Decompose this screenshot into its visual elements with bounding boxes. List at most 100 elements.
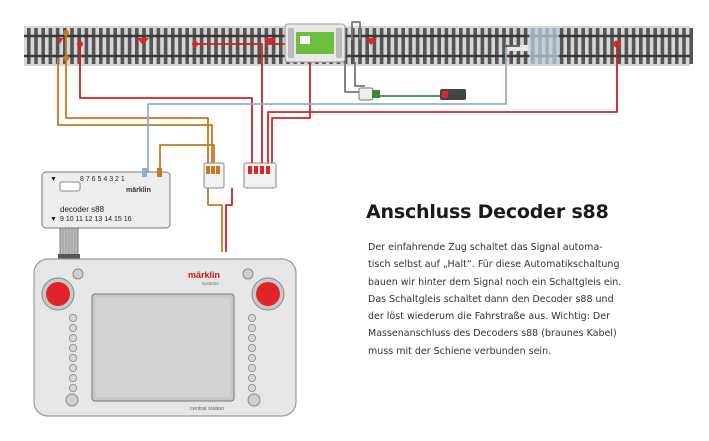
signal-components: [358, 87, 466, 101]
sleeper: [113, 28, 117, 64]
function-button[interactable]: [247, 313, 256, 322]
description-line: Massenanschluss des Decoders s88 (braune…: [368, 328, 617, 340]
sleeper: [682, 28, 686, 64]
sleeper: [243, 28, 247, 64]
sleeper: [689, 28, 693, 64]
sleeper: [149, 28, 153, 64]
track: [24, 26, 693, 66]
function-button[interactable]: [247, 353, 256, 362]
sleeper: [91, 28, 96, 64]
sleeper: [185, 28, 189, 64]
isolated-section: [529, 28, 559, 64]
sleeper: [451, 28, 456, 64]
decoder-arrow-bottom: ▼: [50, 216, 57, 223]
central-station: märklin systems central station: [33, 258, 297, 417]
page-title: Anschluss Decoder s88: [366, 201, 609, 223]
connector-block-red: [243, 162, 277, 189]
sleeper: [27, 28, 31, 64]
sleeper: [387, 28, 391, 64]
function-button[interactable]: [247, 363, 256, 372]
description: Der einfahrende Zug schaltet das Signal …: [368, 239, 668, 360]
sleeper: [48, 28, 53, 64]
function-button[interactable]: [69, 333, 78, 342]
function-buttons[interactable]: [69, 313, 256, 392]
sleeper: [567, 28, 571, 64]
sleeper: [135, 28, 139, 64]
sleeper: [372, 28, 377, 64]
sleeper: [358, 28, 362, 64]
decoder-top-pins: 8 7 6 5 4 3 2 1: [80, 176, 125, 183]
sleeper: [127, 28, 132, 64]
sleeper: [120, 28, 125, 64]
sleeper: [660, 28, 665, 64]
turnout-decoder: [284, 23, 346, 63]
sleeper: [466, 28, 470, 64]
decoder-arrow-top: ▼: [50, 176, 57, 183]
sleeper: [667, 28, 672, 64]
sleeper: [559, 28, 564, 64]
sleeper: [473, 28, 477, 64]
function-button[interactable]: [247, 333, 256, 342]
function-button[interactable]: [247, 343, 256, 352]
function-button[interactable]: [69, 323, 78, 332]
sleeper: [603, 28, 607, 64]
sleeper: [379, 28, 384, 64]
function-button[interactable]: [69, 343, 78, 352]
sleeper: [480, 28, 485, 64]
function-button[interactable]: [69, 313, 78, 322]
connector-block-brown: [203, 162, 225, 189]
description-line: Das Schaltgleis schaltet dann den Decode…: [368, 293, 614, 305]
function-button[interactable]: [69, 373, 78, 382]
description-line: Der einfahrende Zug schaltet das Signal …: [368, 242, 603, 253]
sleeper: [221, 28, 225, 64]
sleeper: [343, 28, 348, 64]
function-button[interactable]: [69, 353, 78, 362]
sleeper: [250, 28, 254, 64]
sleeper: [444, 28, 449, 64]
function-button[interactable]: [247, 323, 256, 332]
function-button[interactable]: [69, 363, 78, 372]
ribbon-cable: [58, 227, 80, 260]
sleeper: [437, 28, 441, 64]
sleeper: [199, 28, 204, 64]
sleeper: [646, 28, 650, 64]
decoder-s88: 8 7 6 5 4 3 2 1 9 10 11 12 13 14 15 16 d…: [41, 168, 171, 229]
sleeper: [495, 28, 499, 64]
sleeper: [156, 28, 161, 64]
right-speed-knob[interactable]: [256, 282, 280, 306]
description-line: tisch selbst auf „Halt“. Für diese Autom…: [368, 259, 620, 271]
sleeper: [207, 28, 211, 64]
sleeper: [279, 28, 283, 64]
sleeper: [401, 28, 405, 64]
function-button[interactable]: [69, 383, 78, 392]
decoder-brand-logo: märklin: [126, 187, 151, 194]
sleeper: [631, 28, 636, 64]
sleeper: [430, 28, 434, 64]
sleeper: [624, 28, 629, 64]
cs-brand-logo: märklin: [188, 270, 220, 280]
function-button[interactable]: [247, 373, 256, 382]
sleeper: [581, 28, 585, 64]
wires: [57, 21, 618, 252]
function-button[interactable]: [247, 383, 256, 392]
description-line: der löst wiederum die Fahrstraße aus. Wi…: [368, 311, 610, 323]
sleeper: [70, 28, 74, 64]
sleeper: [639, 28, 643, 64]
sleeper: [257, 28, 261, 64]
sleeper: [214, 28, 218, 64]
sleeper: [610, 28, 614, 64]
sleeper: [142, 28, 146, 64]
sleeper: [271, 28, 276, 64]
sleeper: [487, 28, 492, 64]
sleeper: [84, 28, 89, 64]
sleeper: [423, 28, 427, 64]
sleeper: [351, 28, 355, 64]
left-speed-knob[interactable]: [46, 282, 70, 306]
sleeper: [99, 28, 103, 64]
sleeper: [34, 28, 38, 64]
cs-sub-brand: systems: [202, 281, 219, 286]
sleeper: [408, 28, 413, 64]
sleeper: [653, 28, 657, 64]
sleeper: [106, 28, 110, 64]
